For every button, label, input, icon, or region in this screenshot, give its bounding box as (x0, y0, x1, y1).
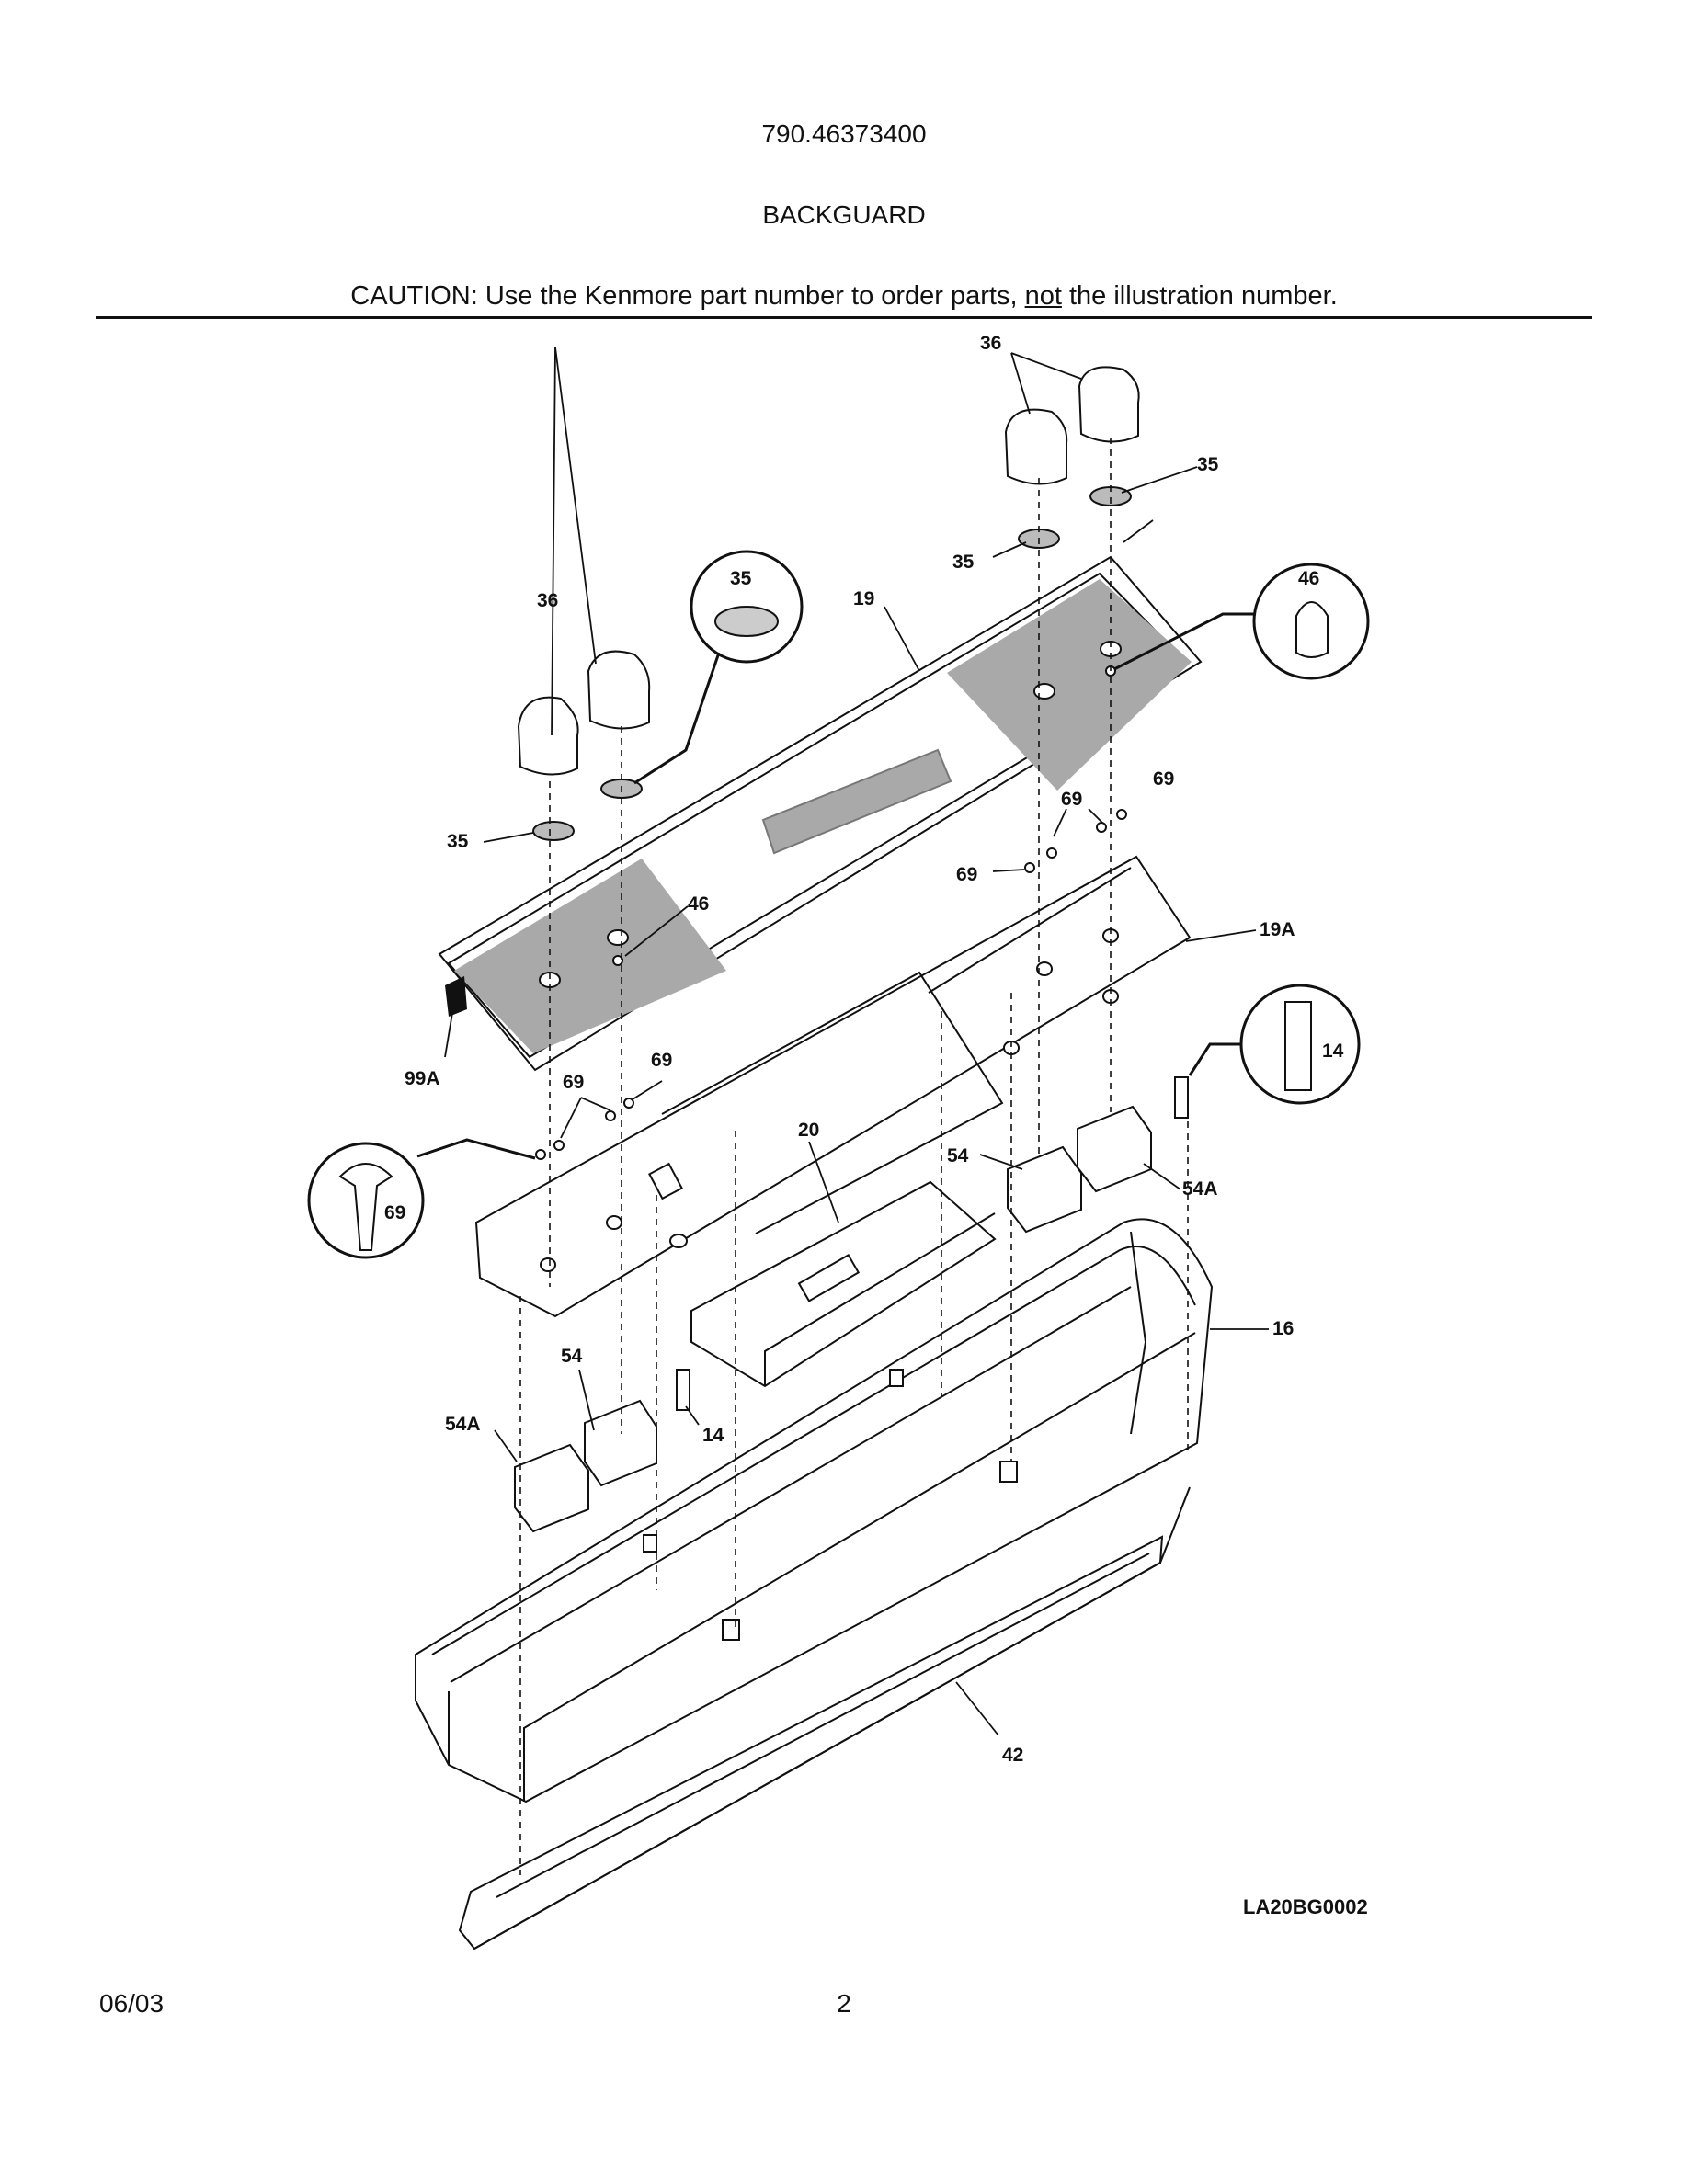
model-number: 790.46373400 (761, 119, 927, 148)
backguard-housing-16 (415, 1218, 1214, 1803)
caution-emphasis: not (1024, 281, 1062, 311)
callout-69-d: 69 (563, 1072, 584, 1093)
callout-99a: 99A (405, 1068, 440, 1089)
callout-14-left: 14 (702, 1425, 724, 1446)
callout-46-left: 46 (688, 893, 709, 915)
knobs-left-36 (517, 650, 651, 776)
footer-page-number: 2 (837, 1989, 851, 2018)
leader-lines (416, 347, 1269, 1736)
callout-35-circle: 35 (730, 568, 752, 589)
overlay-strip-99a (445, 976, 467, 1017)
callout-19: 19 (853, 588, 874, 609)
caution-note: CAUTION: Use the Kenmore part number to … (0, 281, 1688, 312)
callout-69-e: 69 (651, 1050, 672, 1071)
knobs-right-36 (1004, 366, 1140, 485)
callout-54a-right: 54A (1182, 1178, 1218, 1200)
callout-42: 42 (1002, 1745, 1023, 1766)
callout-46-circle: 46 (1298, 568, 1319, 589)
callout-36-top: 36 (980, 333, 1001, 354)
exploded-parts-diagram: 36 35 35 46 19 36 35 35 46 69 69 69 19A … (307, 333, 1370, 1951)
callout-36-left: 36 (537, 590, 558, 611)
indicator-lamps-14 (676, 1076, 1189, 1411)
alignment-lines (519, 438, 1189, 1875)
footer-date: 06/03 (99, 1989, 165, 2018)
callout-35-left: 35 (447, 831, 469, 852)
callout-54a-left: 54A (445, 1414, 481, 1435)
caution-suffix: the illustration number. (1061, 281, 1338, 311)
callout-35-top-mid: 35 (952, 552, 975, 573)
callout-69-b: 69 (1061, 789, 1082, 810)
callout-19a: 19A (1260, 919, 1295, 940)
callout-20: 20 (798, 1120, 819, 1141)
switches-54 (514, 1105, 1152, 1533)
callout-69-a: 69 (1153, 768, 1174, 790)
shaded-panel-right (947, 579, 1192, 791)
callout-69-c: 69 (956, 864, 977, 885)
callout-69-circle: 69 (384, 1202, 405, 1223)
callout-35-top-right: 35 (1197, 454, 1219, 475)
callout-54-right: 54 (947, 1145, 969, 1166)
electronic-control-20 (690, 1180, 997, 1388)
section-title: BACKGUARD (762, 200, 926, 229)
callout-labels: 36 35 35 46 19 36 35 35 46 69 69 69 19A … (384, 333, 1368, 1918)
control-panel-19 (438, 555, 1203, 1072)
caution-prefix: CAUTION: Use the Kenmore part number to … (350, 281, 1025, 311)
callout-16: 16 (1272, 1318, 1294, 1339)
vent-trim-42 (458, 1486, 1191, 1951)
callout-54-left: 54 (561, 1346, 583, 1367)
header-rule (96, 316, 1592, 319)
shaded-panel-left (454, 859, 726, 1053)
callout-14-circle: 14 (1322, 1041, 1344, 1062)
screws-69 (535, 809, 1127, 1160)
panel-bracket-19a (474, 855, 1192, 1318)
illustration-ref: LA20BG0002 (1243, 1895, 1368, 1918)
display-window (761, 748, 952, 855)
